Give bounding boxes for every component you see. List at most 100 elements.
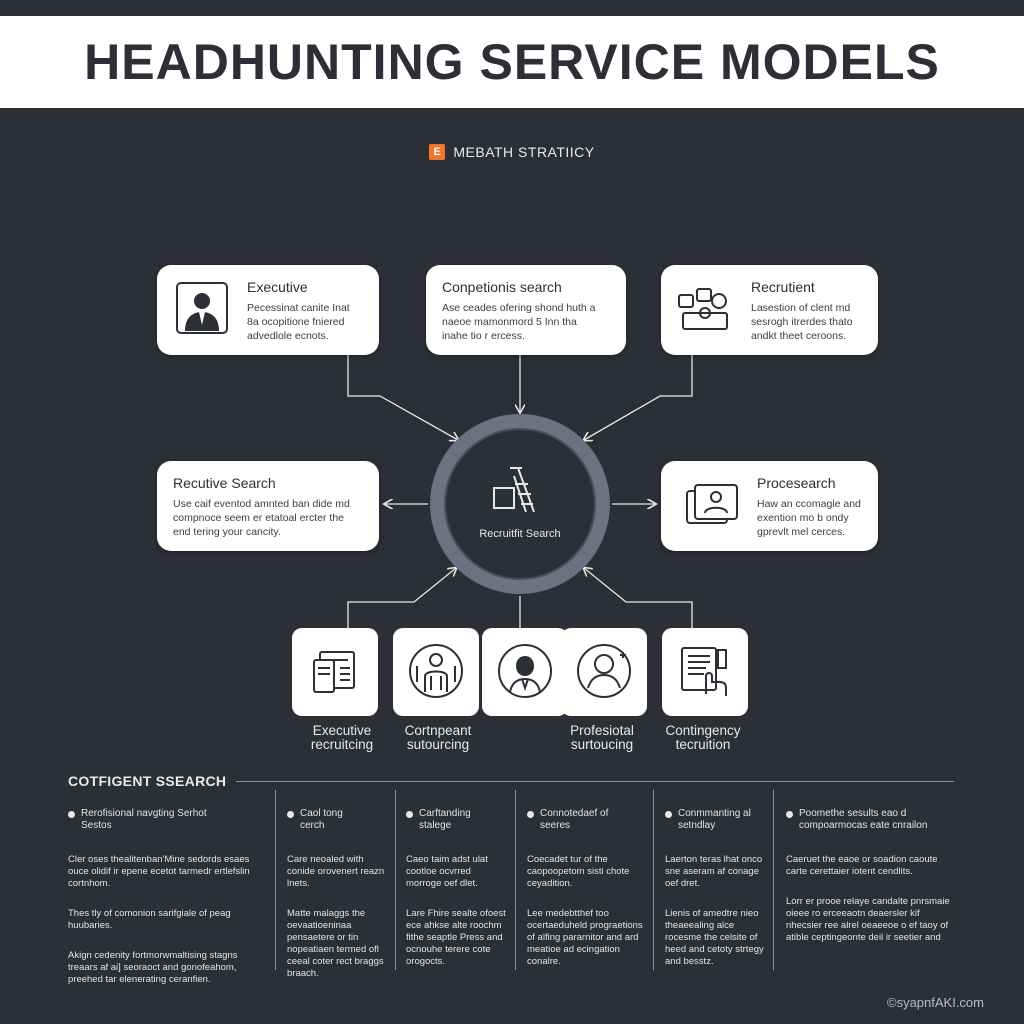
card-recruitment: Recrutient Lasestion of clent md sesrogh… bbox=[661, 265, 878, 355]
bullet-icon bbox=[406, 811, 413, 818]
desc-line: Lasestion of clent md bbox=[751, 302, 851, 314]
column-title-line: cerch bbox=[300, 820, 325, 831]
card-title: Executive bbox=[247, 279, 308, 295]
column-title-line: compoarmocas eate cnrailon bbox=[799, 820, 928, 831]
column-divider bbox=[653, 790, 654, 970]
desc-line: advedlole ecnots. bbox=[247, 330, 329, 342]
tile-user-profile bbox=[561, 628, 647, 716]
column-title-line: Caol tong bbox=[300, 808, 343, 819]
card-description: Ase ceades ofering shond huth a naeoe ma… bbox=[442, 301, 596, 343]
profile-card-icon bbox=[686, 484, 738, 524]
footer-credit: ©syapnfAKI.com bbox=[886, 995, 984, 1010]
card-title: Recrutient bbox=[751, 279, 815, 295]
connector-recruitment bbox=[584, 354, 693, 440]
desc-line: andkt theet ceroons. bbox=[751, 330, 847, 342]
tile-document bbox=[292, 628, 378, 716]
desc-line: Use caif eventod amnted ban dide md bbox=[173, 498, 350, 510]
tile-label-line: recruitcing bbox=[310, 737, 374, 752]
resume-hand-icon bbox=[681, 647, 727, 696]
card-description: Lasestion of clent md sesrogh itrerdes t… bbox=[751, 301, 853, 343]
column-title-line: Connotedaef of bbox=[540, 808, 609, 819]
desc-line: end tering your cancity. bbox=[173, 526, 281, 538]
column-paragraph: Coecadet tur of the caopoopetom sisti ch… bbox=[527, 854, 630, 889]
column-title-line: Conmmanting al bbox=[678, 808, 751, 819]
ladder-search-icon bbox=[493, 467, 535, 513]
column-paragraph: Thes tly of comonion sarifgiale of peag … bbox=[68, 908, 231, 931]
connector-bottom-left bbox=[347, 568, 456, 630]
tile-label-line: sutourcing bbox=[406, 737, 470, 752]
tile-label-line: Profesiotal bbox=[570, 723, 634, 738]
subtitle-text: MEBATH STRATIICY bbox=[453, 144, 595, 160]
card-description: Haw an ccomagle and exention mo b ondy g… bbox=[757, 497, 861, 539]
desc-line: Ase ceades ofering shond huth a bbox=[442, 302, 596, 314]
column-title-line: seeres bbox=[540, 820, 571, 831]
executive-portrait-icon bbox=[176, 282, 228, 334]
tile-group bbox=[393, 628, 479, 716]
column-paragraph: Akign cedenity fortmorwmaltising stagns … bbox=[68, 950, 238, 985]
column-paragraph: Lare Fhire sealte ofoest ece ahkse alte … bbox=[406, 908, 506, 967]
desc-line: inahe tio r ercess. bbox=[442, 330, 525, 342]
column-title-line: stalege bbox=[419, 820, 452, 831]
card-executive: Executive Pecessinat canite Inat 8a ocop… bbox=[157, 265, 379, 355]
page-title: HEADHUNTING SERVICE MODELS bbox=[84, 34, 940, 90]
tile-label-executive: Executive recruitcing bbox=[292, 724, 392, 752]
column-paragraph: Caeruet the eaoe or soadion caoute carte… bbox=[786, 854, 938, 877]
document-icon bbox=[313, 651, 355, 693]
card-title: Conpetionis search bbox=[442, 279, 562, 295]
user-profile-icon bbox=[577, 644, 631, 698]
bullet-icon bbox=[527, 811, 534, 818]
desc-line: Pecessinat canite Inat bbox=[247, 302, 350, 314]
column-paragraph: Care neoaled with conide orovenert reazn… bbox=[287, 854, 385, 889]
group-portrait-icon bbox=[409, 644, 463, 698]
column-paragraph: Lorr er prooe relaye candalte pnrsmaie o… bbox=[786, 896, 950, 943]
subtitle: E MEBATH STRATIICY bbox=[0, 144, 1024, 160]
column-title-line: Carftanding bbox=[419, 808, 471, 819]
section-rule bbox=[236, 781, 954, 782]
bullet-icon bbox=[68, 811, 75, 818]
column-title-line: Rerofisional navgting Serhot bbox=[81, 808, 207, 819]
tile-label-line: tecruition bbox=[675, 737, 731, 752]
tile-label-line: Executive bbox=[312, 723, 372, 738]
desc-line: gprevlt mel cerces. bbox=[757, 526, 846, 538]
strategy-icon: E bbox=[429, 144, 446, 160]
desc-line: compnoce seem er etatoal ercter the bbox=[173, 512, 345, 524]
card-title: Procesearch bbox=[757, 475, 836, 491]
bullet-icon bbox=[786, 811, 793, 818]
desc-line: 8a ocopitione fniered bbox=[247, 316, 345, 328]
column-paragraph: Caeo taim adst ulat cootloe ocvrred morr… bbox=[406, 854, 488, 889]
column-paragraph: Matte malaggs the oevaatioeninaa pensaet… bbox=[287, 908, 384, 979]
card-title: Recutive Search bbox=[173, 475, 276, 491]
column-title-line: Sestos bbox=[81, 820, 112, 831]
column-paragraph: Lee medebtthef too ocertaeduheld prograe… bbox=[527, 908, 643, 967]
tile-businesswoman bbox=[482, 628, 568, 716]
desc-line: Haw an ccomagle and bbox=[757, 498, 861, 510]
desc-line: sesrogh itrerdes thato bbox=[751, 316, 853, 328]
tile-label-cortnpeant: Cortnpeant sutourcing bbox=[388, 724, 488, 752]
tile-label-line: Cortnpeant bbox=[404, 723, 472, 738]
column-paragraph: Lienis of amedtre nieo theaeealing alce … bbox=[665, 908, 764, 967]
tile-label-line: surtoucing bbox=[570, 737, 634, 752]
column-divider bbox=[515, 790, 516, 970]
column-divider bbox=[773, 790, 774, 970]
hub-label: Recruitfit Search bbox=[479, 528, 561, 540]
column-title-line: Poomethe sesults eao d bbox=[799, 808, 907, 819]
bullet-icon bbox=[665, 811, 672, 818]
title-band: HEADHUNTING SERVICE MODELS bbox=[0, 16, 1024, 108]
card-competition-search: Conpetionis search Ase ceades ofering sh… bbox=[426, 265, 626, 355]
card-description: Use caif eventod amnted ban dide md comp… bbox=[173, 497, 350, 539]
column-divider bbox=[275, 790, 276, 970]
tile-label-profesiotal: Profesiotal surtoucing bbox=[552, 724, 652, 752]
